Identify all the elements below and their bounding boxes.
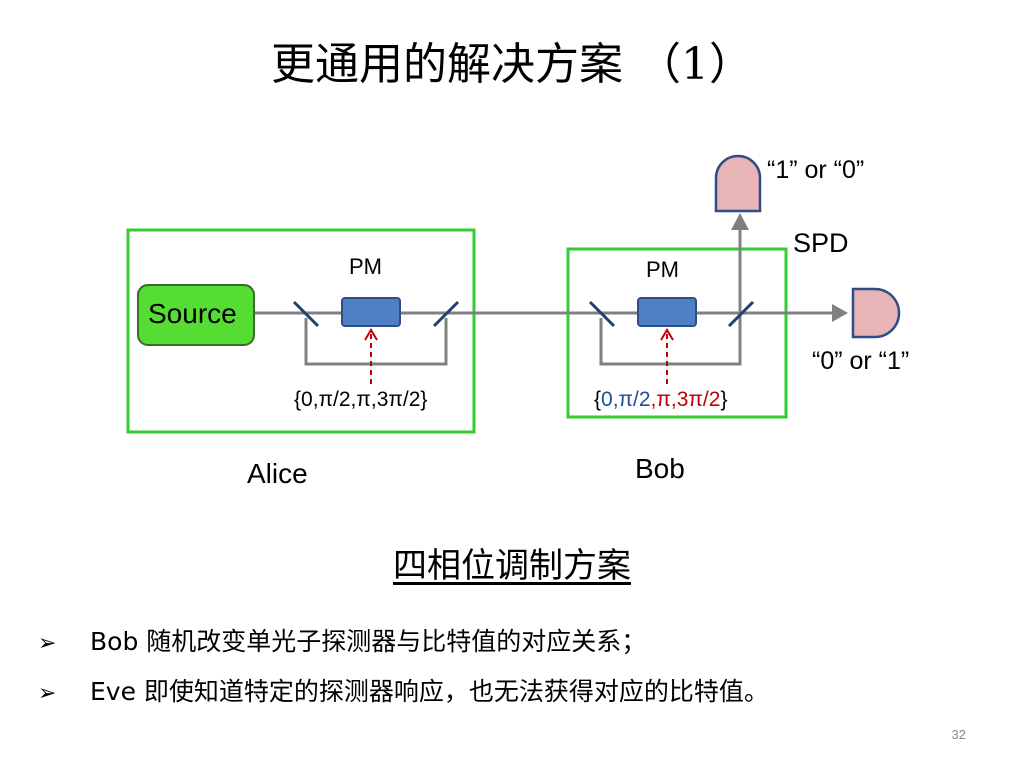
alice-splitter-left: [292, 300, 320, 328]
fiber-arrowhead-right: [832, 304, 848, 322]
page-number: 32: [951, 727, 966, 742]
bob-phase-3pi-half: 3π/2: [676, 388, 721, 411]
bob-phase-open: {: [594, 388, 602, 411]
alice-pm-label: PM: [349, 254, 382, 279]
alice-label: Alice: [247, 458, 308, 489]
arrow-bullet-icon: ➢: [38, 681, 57, 706]
top-detector: [714, 154, 762, 213]
bob-splitter-right: [727, 300, 755, 328]
bob-lower-arm: [599, 222, 742, 366]
alice-phase-set: {0,π/2,π,3π/2}: [294, 388, 428, 411]
alice-splitter-right: [432, 300, 460, 328]
bob-box: [566, 247, 788, 419]
bullet-text: Eve 即使知道特定的探测器响应，也无法获得对应的比特值。: [90, 677, 769, 706]
alice-lower-arm: [304, 318, 448, 366]
bob-phase-comma1: ,: [612, 388, 619, 411]
bob-phase-comma2: ,: [650, 388, 657, 411]
bullet-item: ➢ Bob 随机改变单光子探测器与比特值的对应关系；: [38, 622, 646, 658]
right-detector: [851, 287, 901, 339]
alice-box: [126, 228, 476, 434]
fiber-arrowhead-up: [731, 213, 749, 230]
slide-title: 更通用的解决方案 （1）: [271, 39, 753, 90]
scheme-subtitle: 四相位调制方案: [393, 546, 631, 586]
bob-phase-pi: π: [656, 388, 671, 411]
source-label: Source: [148, 298, 237, 329]
bullet-text: Bob 随机改变单光子探测器与比特值的对应关系；: [90, 627, 647, 656]
bob-phase-set: {0,π/2,π,3π/2}: [594, 388, 727, 412]
bob-label: Bob: [635, 453, 685, 484]
arrow-bullet-icon: ➢: [38, 631, 57, 656]
bob-phase-0: 0: [601, 388, 613, 411]
bob-phase-pi-half: π/2: [618, 388, 651, 411]
bullet-item: ➢ Eve 即使知道特定的探测器响应，也无法获得对应的比特值。: [38, 672, 769, 708]
right-detector-label: “0” or “1”: [812, 347, 910, 375]
bob-control-arrowhead: [660, 328, 674, 341]
top-detector-label: “1” or “0”: [767, 156, 865, 184]
spd-label: SPD: [793, 228, 849, 258]
bob-pm-label: PM: [646, 257, 679, 282]
bob-pm-block: [637, 297, 697, 327]
source-block: [137, 284, 255, 346]
qkd-diagram: [126, 154, 901, 434]
bob-splitter-left: [588, 300, 616, 328]
alice-pm-block: [341, 297, 401, 327]
alice-control-arrowhead: [364, 328, 378, 341]
bob-phase-comma3: ,: [670, 388, 677, 411]
bob-phase-close: }: [720, 388, 728, 411]
